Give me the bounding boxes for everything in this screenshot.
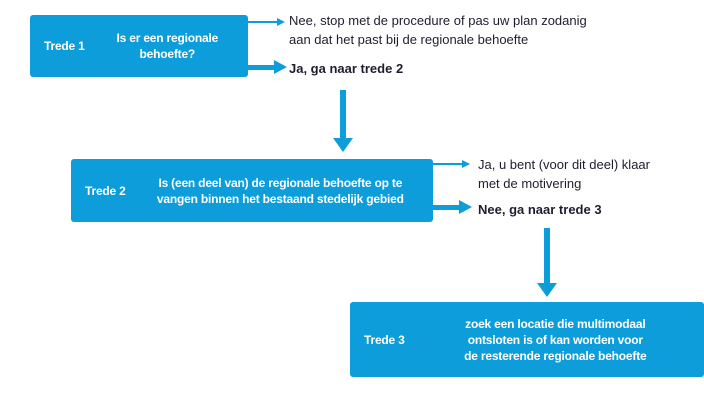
trede-2-box: Trede 2 Is (een deel van) de regionale b…	[71, 159, 433, 222]
trede-3-question: zoek een locatie die multimodaal ontslot…	[464, 316, 647, 363]
arrow-head	[274, 60, 287, 74]
arrow-line	[433, 204, 459, 210]
arrow-head	[537, 283, 557, 297]
arrow-line	[544, 228, 550, 283]
trede-1-question: Is er een regionale behoefte?	[116, 31, 219, 61]
arrow-head	[459, 200, 472, 214]
arrow-head	[277, 18, 285, 26]
branch-no-text-trede-2: Nee, ga naar trede 3	[478, 202, 602, 217]
trede-1-label: Trede 1	[44, 39, 85, 53]
arrow-right-thick-icon	[248, 60, 287, 74]
arrow-down-icon	[537, 228, 557, 297]
trede-3-label: Trede 3	[364, 332, 405, 347]
trede-2-label: Trede 2	[85, 183, 126, 198]
branch-yes-text-trede-1: Ja, ga naar trede 2	[289, 61, 404, 76]
arrow-line	[248, 21, 277, 23]
arrow-line	[433, 163, 462, 165]
trede-2-question: Is (een deel van) de regionale behoefte …	[156, 175, 404, 206]
trede-3-box: Trede 3 zoek een locatie die multimodaal…	[350, 302, 704, 377]
branch-no-text-trede-1: Nee, stop met de procedure of pas uw pla…	[289, 13, 587, 47]
arrow-right-thick-icon	[433, 200, 472, 214]
arrow-head	[333, 138, 353, 152]
arrow-line	[248, 64, 274, 70]
arrow-line	[340, 90, 346, 138]
arrow-right-thin-icon	[433, 160, 470, 168]
arrow-down-icon	[333, 90, 353, 152]
arrow-right-thin-icon	[248, 18, 285, 26]
branch-yes-text-trede-2: Ja, u bent (voor dit deel) klaar met de …	[478, 157, 650, 191]
trede-1-box: Trede 1 Is er een regionale behoefte?	[30, 15, 248, 77]
arrow-head	[462, 160, 470, 168]
